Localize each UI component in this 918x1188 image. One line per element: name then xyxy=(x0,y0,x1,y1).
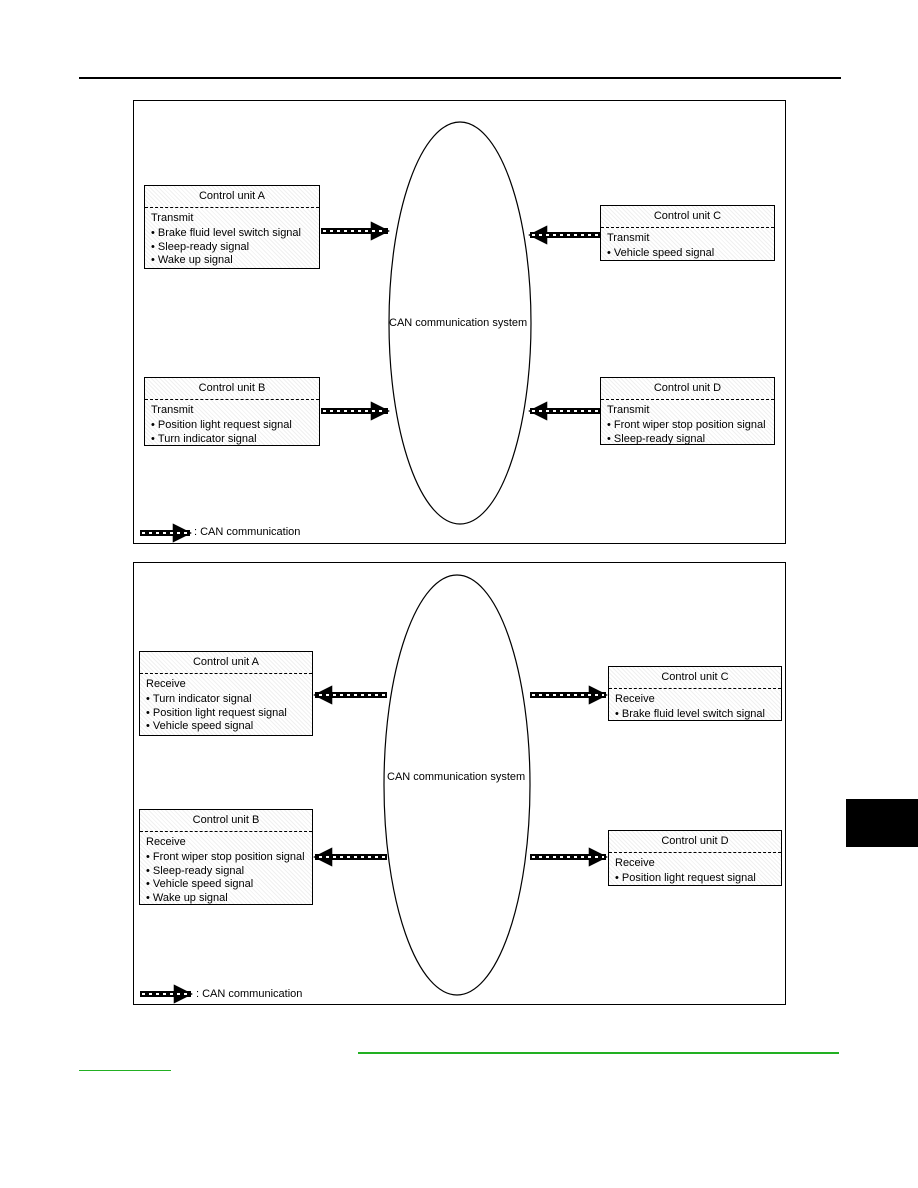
receive-diagram-art xyxy=(140,574,608,1004)
control-unit-b-box: Control unit B Receive Front wiper stop … xyxy=(139,809,313,905)
legend-label: : CAN communication xyxy=(194,526,301,538)
control-unit-c-box: Control unit C Receive Brake fluid level… xyxy=(608,666,782,721)
signal-item: Sleep-ready signal xyxy=(146,865,306,879)
unit-mode: Receive xyxy=(615,856,655,869)
unit-title: Control unit C xyxy=(609,667,781,689)
unit-title: Control unit B xyxy=(145,378,319,400)
control-unit-d-box: Control unit D Transmit Front wiper stop… xyxy=(600,377,775,445)
signal-item: Brake fluid level switch signal xyxy=(615,708,775,722)
transmit-diagram-art xyxy=(140,121,600,543)
receive-diagram-panel: CAN communication system : CAN communica… xyxy=(133,562,786,1005)
control-unit-c-box: Control unit C Transmit Vehicle speed si… xyxy=(600,205,775,261)
unit-mode: Receive xyxy=(615,692,655,705)
signal-item: Front wiper stop position signal xyxy=(607,419,768,433)
can-system-ellipse xyxy=(383,574,531,996)
control-unit-a-box: Control unit A Receive Turn indicator si… xyxy=(139,651,313,736)
transmit-diagram-panel: CAN communication system : CAN communica… xyxy=(133,100,786,544)
signal-item: Wake up signal xyxy=(151,254,313,268)
section-index-tab xyxy=(846,799,918,847)
signal-item: Vehicle speed signal xyxy=(146,878,306,892)
green-link-underline[interactable] xyxy=(79,1070,171,1071)
signal-item: Front wiper stop position signal xyxy=(146,851,306,865)
signal-item: Wake up signal xyxy=(146,892,306,906)
unit-mode: Receive xyxy=(146,677,186,690)
signal-item: Position light request signal xyxy=(151,419,313,433)
unit-title: Control unit D xyxy=(609,831,781,853)
control-unit-b-box: Control unit B Transmit Position light r… xyxy=(144,377,320,446)
can-system-ellipse xyxy=(388,121,532,525)
unit-title: Control unit B xyxy=(140,810,312,832)
can-system-label: CAN communication system xyxy=(387,771,526,783)
signal-item: Sleep-ready signal xyxy=(607,433,768,447)
unit-mode: Transmit xyxy=(151,211,194,224)
signal-item: Vehicle speed signal xyxy=(146,720,306,734)
unit-title: Control unit C xyxy=(601,206,774,228)
unit-mode: Transmit xyxy=(607,231,650,244)
unit-mode: Receive xyxy=(146,835,186,848)
signal-item: Brake fluid level switch signal xyxy=(151,227,313,241)
unit-title: Control unit A xyxy=(145,186,319,208)
signal-item: Sleep-ready signal xyxy=(151,241,313,255)
signal-item: Position light request signal xyxy=(146,707,306,721)
green-link-rule[interactable] xyxy=(358,1052,839,1054)
header-rule xyxy=(79,77,841,79)
control-unit-d-box: Control unit D Receive Position light re… xyxy=(608,830,782,886)
signal-item: Turn indicator signal xyxy=(146,693,306,707)
legend-label: : CAN communication xyxy=(196,988,303,1000)
unit-mode: Transmit xyxy=(607,403,650,416)
control-unit-a-box: Control unit A Transmit Brake fluid leve… xyxy=(144,185,320,269)
unit-title: Control unit A xyxy=(140,652,312,674)
unit-title: Control unit D xyxy=(601,378,774,400)
signal-item: Turn indicator signal xyxy=(151,433,313,447)
signal-item: Position light request signal xyxy=(615,872,775,886)
can-system-label: CAN communication system xyxy=(389,317,528,329)
signal-item: Vehicle speed signal xyxy=(607,247,768,261)
unit-mode: Transmit xyxy=(151,403,194,416)
